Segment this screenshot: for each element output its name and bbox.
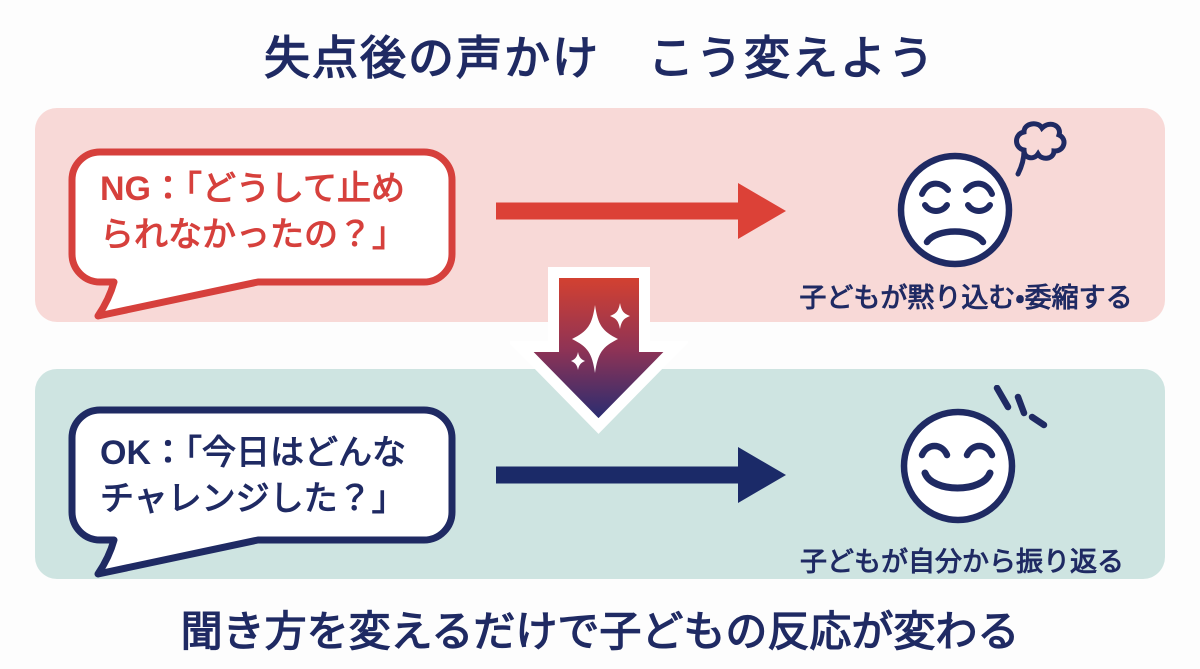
- transform-down-arrow-icon: [510, 267, 688, 434]
- sad-face-icon: [897, 121, 1067, 268]
- right-arrow-red-icon: [496, 183, 786, 239]
- sparkle-tiny-icon: [571, 352, 585, 370]
- sparkle-large-icon: [572, 305, 618, 373]
- sigh-puff-icon: [1014, 121, 1067, 177]
- ng-bubble-line2: られなかったの？」: [100, 216, 406, 254]
- smile-right-eye: [963, 442, 996, 459]
- ok-bubble-line2: チャレンジした？」: [100, 480, 406, 518]
- sparkle-lines-icon: [993, 385, 1048, 429]
- ok-result-caption: 子どもが自分から振り返る: [800, 547, 1124, 577]
- footer-message: 聞き方を変えるだけで子どもの反応が変わる: [180, 608, 1020, 655]
- ok-bubble-outline: [68, 406, 456, 578]
- sad-left-eye: [922, 202, 950, 214]
- ok-bubble-line1: OK：「今日はどんな: [100, 434, 406, 472]
- sparkle-small-icon: [610, 303, 630, 329]
- smiling-face-icon: [900, 385, 1048, 524]
- sad-left-brow: [919, 180, 951, 197]
- sad-mouth: [923, 228, 987, 246]
- sad-right-brow: [963, 180, 995, 197]
- ng-speech-bubble: [68, 148, 456, 320]
- right-arrow-navy-icon: [496, 447, 786, 503]
- smile-mouth: [921, 469, 994, 492]
- ok-speech-bubble: [68, 406, 456, 578]
- page-title: 失点後の声かけ こう変えよう: [264, 32, 936, 84]
- smile-left-eye: [918, 442, 951, 459]
- ng-bubble-outline: [68, 148, 456, 320]
- sad-right-eye: [965, 202, 993, 214]
- ng-bubble-line1: NG：「どうして止め: [100, 170, 405, 208]
- ng-bubble-text: NG：「どうして止め られなかったの？」: [100, 166, 406, 258]
- ok-bubble-text: OK：「今日はどんな チャレンジした？」: [100, 430, 406, 522]
- ng-result-caption: 子どもが黙り込む・委縮する: [799, 283, 1133, 313]
